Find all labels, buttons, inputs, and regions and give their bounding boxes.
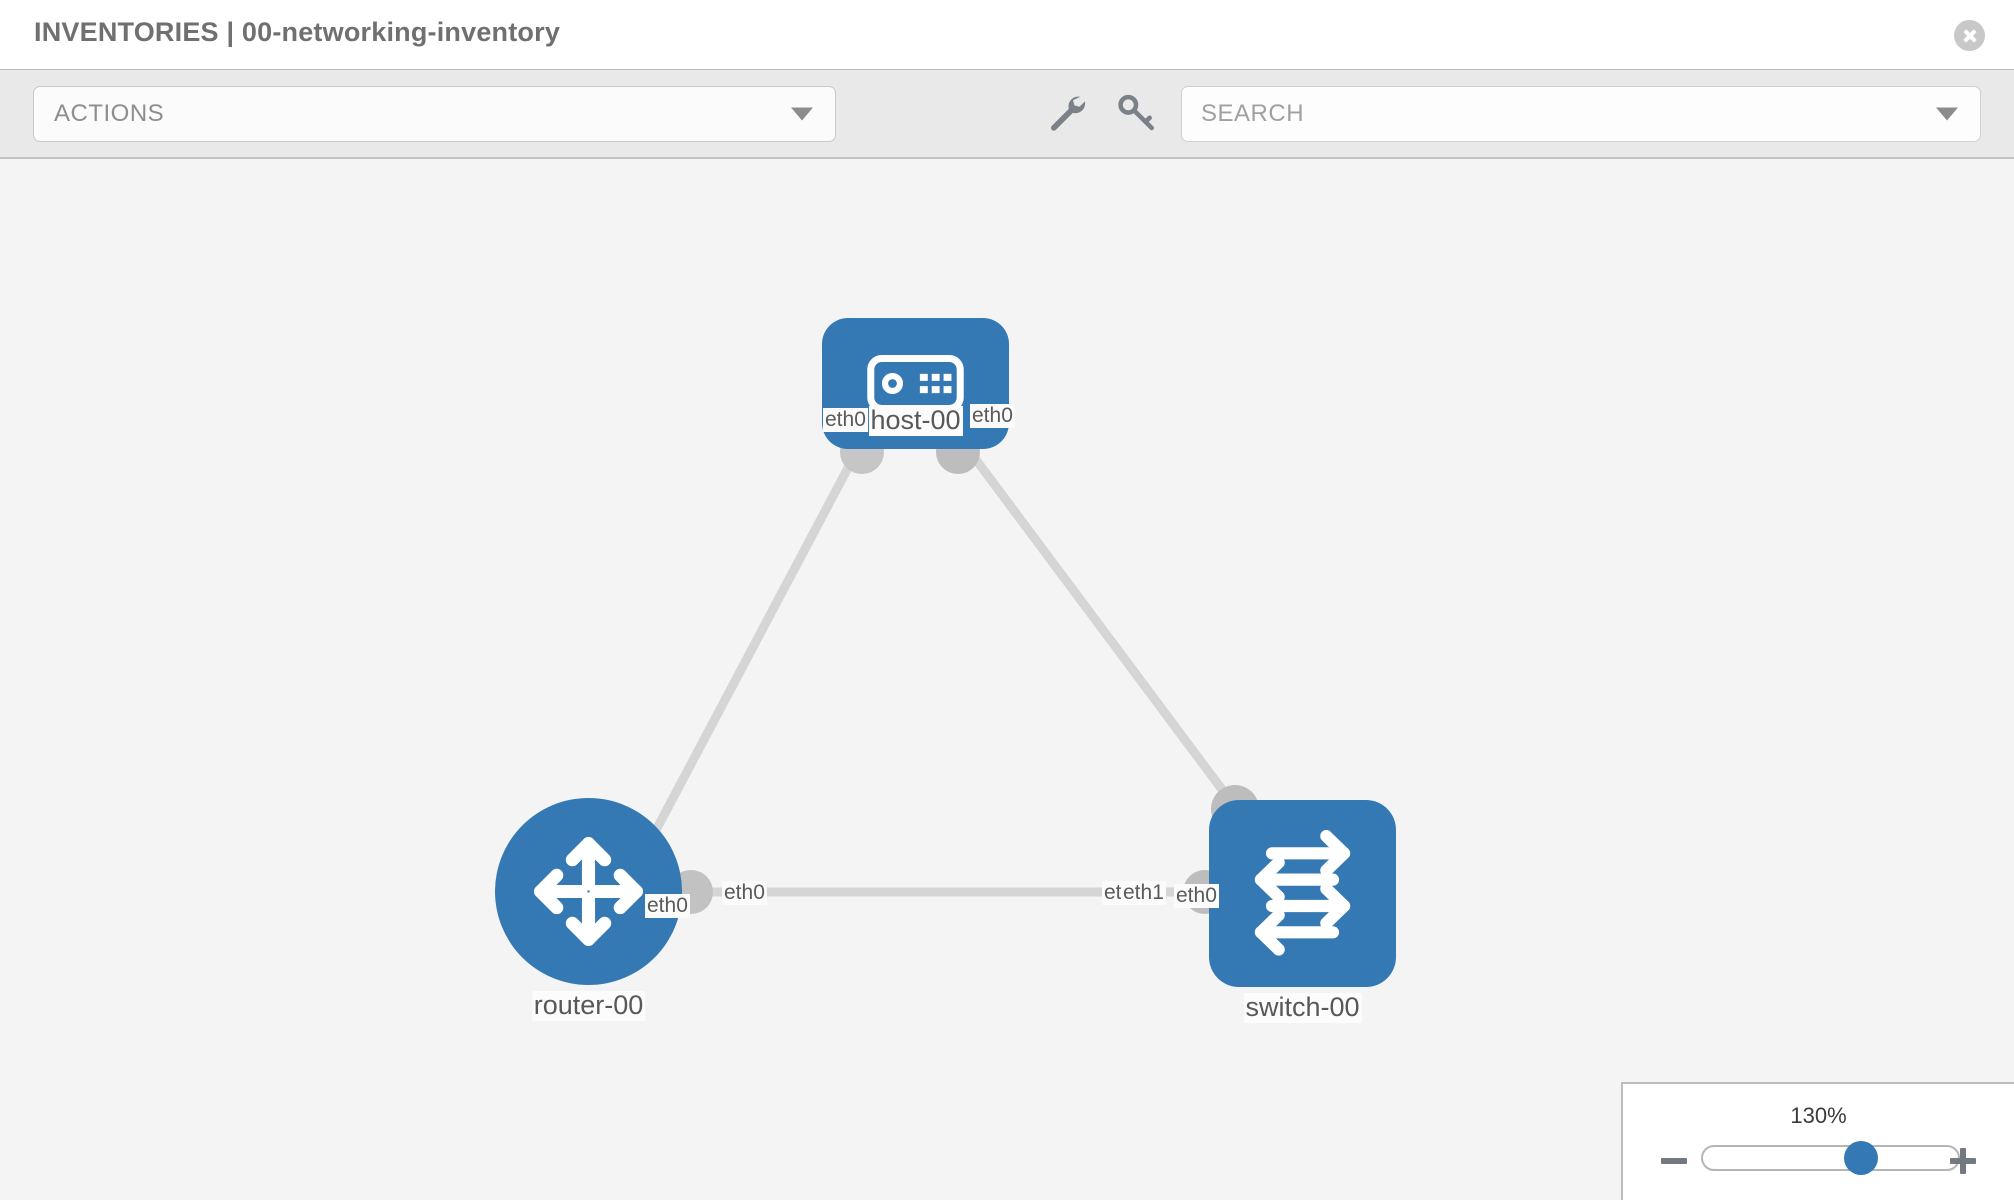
minus-icon[interactable]: [1661, 1148, 1687, 1174]
zoom-level-value: 130%: [1790, 1103, 1847, 1128]
zoom-slider[interactable]: [1701, 1141, 1960, 1175]
server-icon: [867, 355, 964, 412]
node-switch-00-shape: [1209, 800, 1396, 987]
iface-label-host-right: eth0: [970, 404, 1015, 429]
node-router-00-label: router-00: [531, 990, 646, 1021]
zoom-control-panel: 130%: [1621, 1082, 2014, 1200]
iface-label-host-left: eth0: [823, 408, 868, 433]
search-placeholder: SEARCH: [1201, 100, 1305, 127]
plus-icon[interactable]: [1950, 1148, 1976, 1174]
iface-label-switch-top: eth0: [1174, 884, 1219, 909]
actions-dropdown-label: ACTIONS: [54, 100, 165, 127]
node-switch-00[interactable]: switch-00: [1209, 800, 1396, 1023]
key-icon[interactable]: [1115, 90, 1157, 137]
page-header: INVENTORIES | 00-networking-inventory: [0, 0, 2014, 69]
node-switch-00-label: switch-00: [1243, 992, 1362, 1023]
link-host-router[interactable]: [642, 446, 862, 852]
router-arrows-icon: [534, 837, 643, 946]
node-host-00-label: host-00: [868, 405, 963, 436]
zoom-slider-thumb[interactable]: [1844, 1141, 1879, 1175]
link-host-switch[interactable]: [964, 446, 1248, 822]
topology-canvas[interactable]: host-00 router-00: [0, 159, 2014, 1200]
node-router-00-shape: [495, 798, 682, 985]
chevron-down-icon: [791, 107, 813, 121]
wrench-icon[interactable]: [1045, 90, 1087, 137]
actions-dropdown[interactable]: ACTIONS: [33, 86, 836, 142]
node-router-00[interactable]: router-00: [495, 798, 682, 1021]
iface-label-router-top: eth0: [645, 894, 690, 919]
chevron-down-icon[interactable]: [1936, 107, 1958, 121]
iface-label-switch-left-eth1: eth1: [1121, 881, 1166, 906]
page-title: INVENTORIES | 00-networking-inventory: [34, 17, 561, 47]
toolbar: ACTIONS SEARCH: [0, 69, 2014, 159]
iface-label-router-right: eth0: [722, 881, 767, 906]
search-input[interactable]: SEARCH: [1181, 86, 1981, 142]
topology-links: [642, 430, 1259, 914]
switch-arrows-icon: [1254, 830, 1351, 956]
close-icon[interactable]: [1954, 20, 1985, 51]
